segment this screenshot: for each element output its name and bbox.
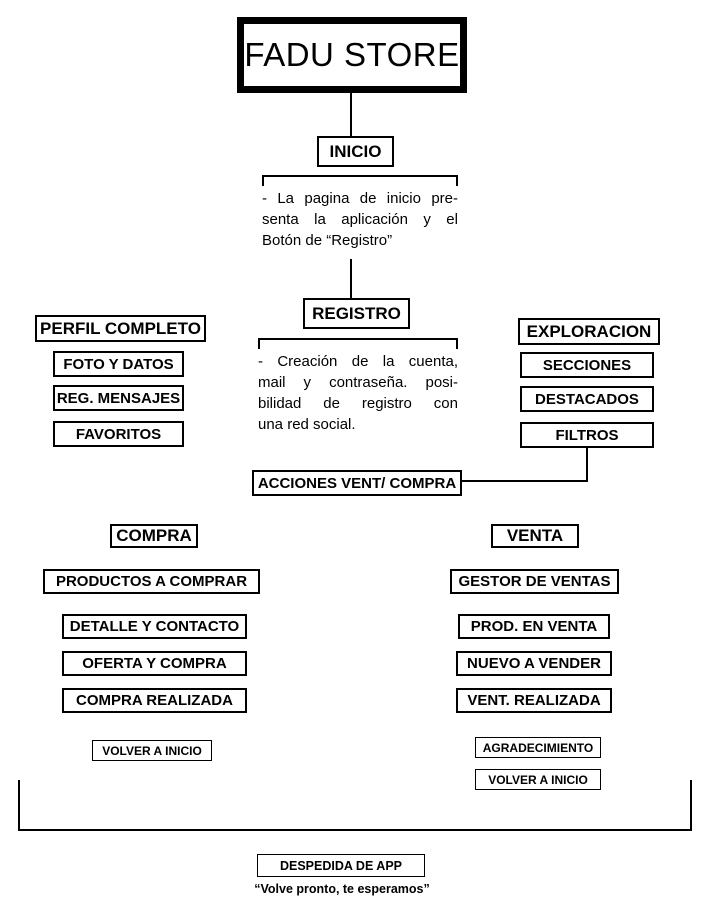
node-reg-mensajes: REG. MENSAJES	[53, 385, 184, 411]
node-acciones-vent-compra: ACCIONES VENT/ COMPRA	[252, 470, 462, 496]
node-productos-a-comprar: PRODUCTOS A COMPRAR	[43, 569, 260, 594]
note-line: - Creación de la cuenta,	[258, 353, 458, 370]
note-bracket-inicio	[262, 175, 458, 186]
node-despedida-de-app: DESPEDIDA DE APP	[257, 854, 425, 877]
node-foto-y-datos: FOTO Y DATOS	[53, 351, 184, 377]
node-volver-a-inicio-venta: VOLVER A INICIO	[475, 769, 601, 790]
note-line: mail y contraseña. posi-	[258, 374, 458, 391]
node-venta: VENTA	[491, 524, 579, 548]
node-detalle-y-contacto: DETALLE Y CONTACTO	[62, 614, 247, 639]
note-line: una red social.	[258, 416, 356, 433]
note-inicio: - La pagina de inicio pre- senta la apli…	[262, 188, 458, 251]
node-compra: COMPRA	[110, 524, 198, 548]
node-destacados: DESTACADOS	[520, 386, 654, 412]
node-filtros: FILTROS	[520, 422, 654, 448]
note-bracket-registro	[258, 338, 458, 349]
connector-title-inicio	[350, 93, 352, 137]
note-registro: - Creación de la cuenta, mail y contrase…	[258, 351, 458, 435]
node-compra-realizada: COMPRA REALIZADA	[62, 688, 247, 713]
node-favoritos: FAVORITOS	[53, 421, 184, 447]
node-agradecimiento: AGRADECIMIENTO	[475, 737, 601, 758]
node-volver-a-inicio-compra: VOLVER A INICIO	[92, 740, 212, 761]
note-line: bilidad de registro con	[258, 395, 458, 412]
note-line: senta la aplicación y el	[262, 211, 458, 228]
node-exploracion: EXPLORACION	[518, 318, 660, 345]
node-prod-en-venta: PROD. EN VENTA	[458, 614, 610, 639]
connector-filtros-acciones	[462, 448, 588, 482]
node-nuevo-a-vender: NUEVO A VENDER	[456, 651, 612, 676]
bottom-bracket	[18, 780, 692, 831]
node-gestor-de-ventas: GESTOR DE VENTAS	[450, 569, 619, 594]
connector-inicio-registro	[350, 259, 352, 298]
node-registro: REGISTRO	[303, 298, 410, 329]
node-inicio: INICIO	[317, 136, 394, 167]
node-secciones: SECCIONES	[520, 352, 654, 378]
node-fadu-store: FADU STORE	[237, 17, 467, 93]
farewell-quote: “Volve pronto, te esperamos”	[254, 882, 430, 896]
node-oferta-y-compra: OFERTA Y COMPRA	[62, 651, 247, 676]
node-vent-realizada: VENT. REALIZADA	[456, 688, 612, 713]
note-line: - La pagina de inicio pre-	[262, 190, 458, 207]
note-line: Botón de “Registro”	[262, 232, 393, 249]
node-perfil-completo: PERFIL COMPLETO	[35, 315, 206, 342]
